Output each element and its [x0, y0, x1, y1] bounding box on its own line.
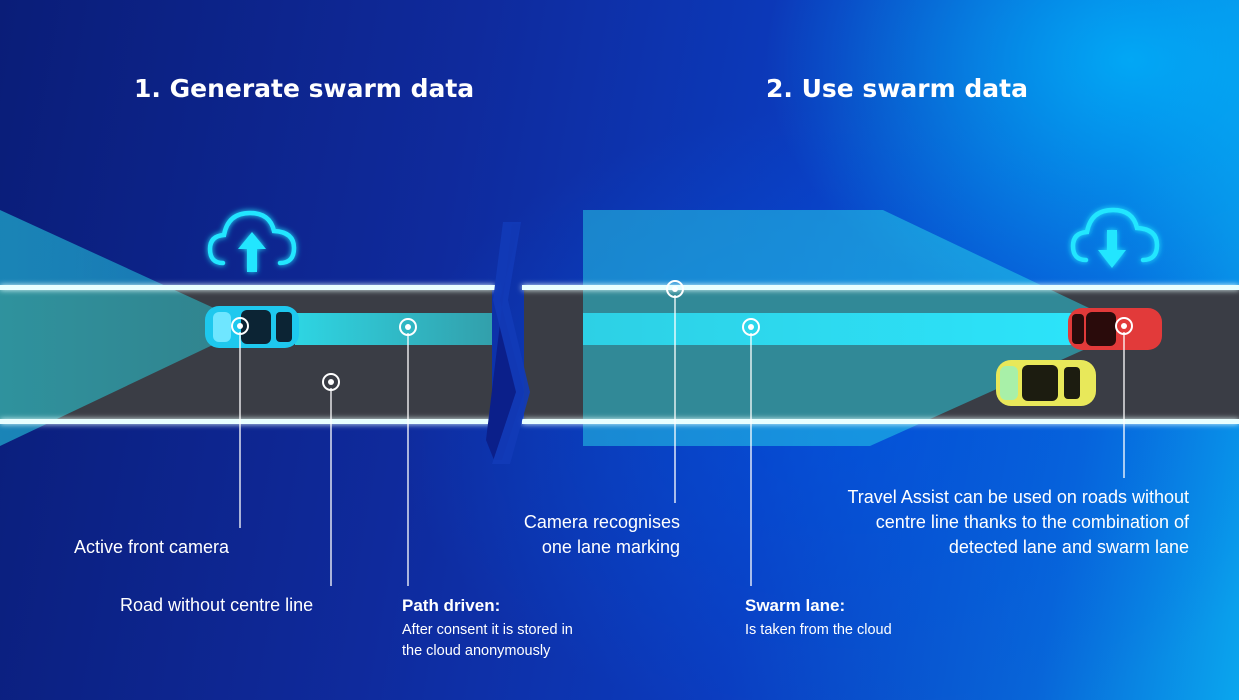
label-travel-assist-1: Travel Assist can be used on roads witho… [847, 487, 1189, 507]
label-camera-recognises-1: Camera recognises [523, 512, 680, 532]
label-path-driven-desc-2: the cloud anonymously [402, 643, 551, 659]
edge-line-top-right [522, 285, 1239, 290]
label-road-without-centre-line: Road without centre line [120, 595, 314, 615]
marker-road [322, 373, 340, 391]
section-divider-stripe [492, 222, 530, 464]
swarm-lane [583, 313, 1073, 345]
red-car [1068, 308, 1162, 350]
title-generate-swarm-data: 1. Generate swarm data [134, 74, 475, 103]
marker-camera [231, 317, 249, 335]
title-use-swarm-data: 2. Use swarm data [766, 74, 1028, 103]
edge-line-bottom-left [0, 419, 495, 424]
leader-lines [239, 295, 1125, 586]
path-driven-lane [295, 313, 492, 345]
cloud-download-icon [1070, 207, 1160, 268]
marker-travel-assist [1115, 317, 1133, 335]
marker-lane-marking [666, 280, 684, 298]
yellow-car [996, 360, 1096, 406]
edge-line-bottom-right [522, 419, 1239, 424]
edge-line-top-left [0, 285, 495, 290]
marker-path [399, 318, 417, 336]
label-swarm-lane-desc: Is taken from the cloud [745, 622, 892, 638]
label-travel-assist-3: detected lane and swarm lane [948, 537, 1189, 557]
label-travel-assist-2: centre line thanks to the combination of [875, 512, 1189, 532]
label-path-driven-desc-1: After consent it is stored in [402, 622, 573, 638]
marker-dots [231, 280, 1133, 391]
label-camera-recognises-2: one lane marking [541, 537, 680, 557]
camera-field-left [0, 210, 240, 446]
blue-car [205, 306, 299, 348]
marker-swarm-lane [742, 318, 760, 336]
label-path-driven-title: Path driven: [402, 596, 501, 615]
label-active-front-camera: Active front camera [74, 537, 230, 557]
label-swarm-lane-title: Swarm lane: [745, 596, 846, 615]
cloud-upload-icon [207, 210, 297, 272]
